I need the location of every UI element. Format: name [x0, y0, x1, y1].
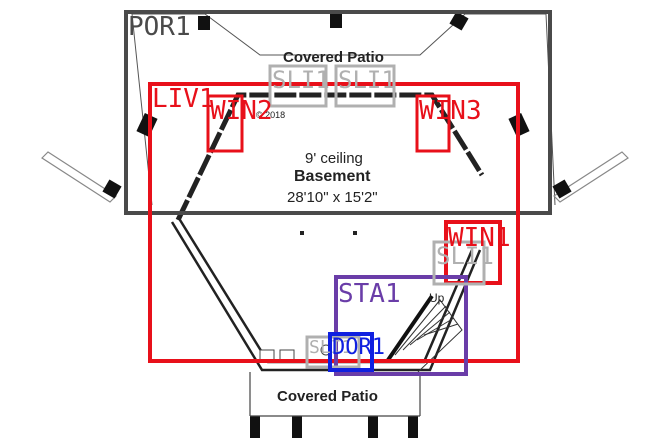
post	[292, 416, 302, 438]
copyright-note: © 2018	[256, 110, 286, 120]
bottom-patio-label: Covered Patio	[277, 388, 378, 405]
post	[250, 416, 260, 438]
sli-box-b	[334, 64, 396, 108]
bottom-patio-outline	[249, 372, 421, 417]
post	[102, 179, 122, 199]
sli-box-c	[432, 240, 486, 286]
sta1-tag: STA1	[338, 279, 401, 309]
post	[330, 14, 342, 28]
stairs	[386, 294, 463, 373]
post	[368, 416, 378, 438]
win3-tag: WIN3	[419, 96, 482, 126]
post	[198, 16, 210, 30]
win2-tag: WIN2	[210, 96, 273, 126]
post	[552, 179, 572, 199]
sli-tag-d: SLI1	[309, 337, 353, 358]
dor1-tag: DOR1	[332, 335, 385, 360]
post	[408, 416, 418, 438]
room-name: Basement	[294, 168, 371, 185]
room-dimensions: 28'10" x 15'2"	[287, 189, 378, 206]
win2-box	[206, 94, 244, 153]
sli-tag-a: SLI1	[272, 66, 330, 94]
sta1-box	[334, 275, 468, 376]
stair-label: Up	[429, 291, 445, 305]
win1-tag: WIN1	[448, 223, 511, 253]
liv1-tag: LIV1	[152, 84, 215, 114]
dot-marks	[300, 231, 357, 235]
sli-box-d	[305, 335, 361, 369]
win3-box	[415, 94, 451, 153]
por1-tag: POR1	[128, 12, 191, 42]
post	[136, 112, 158, 138]
sli-box-a	[268, 64, 328, 108]
sli-tag-b: SLI1	[338, 66, 396, 94]
dor1-box	[328, 332, 374, 372]
por1-box	[124, 10, 552, 215]
ceiling-note: 9' ceiling	[305, 150, 363, 167]
post	[449, 11, 469, 31]
top-patio-label: Covered Patio	[283, 49, 384, 66]
sli-tag-c: SLI1	[436, 242, 494, 270]
posts	[102, 11, 572, 438]
